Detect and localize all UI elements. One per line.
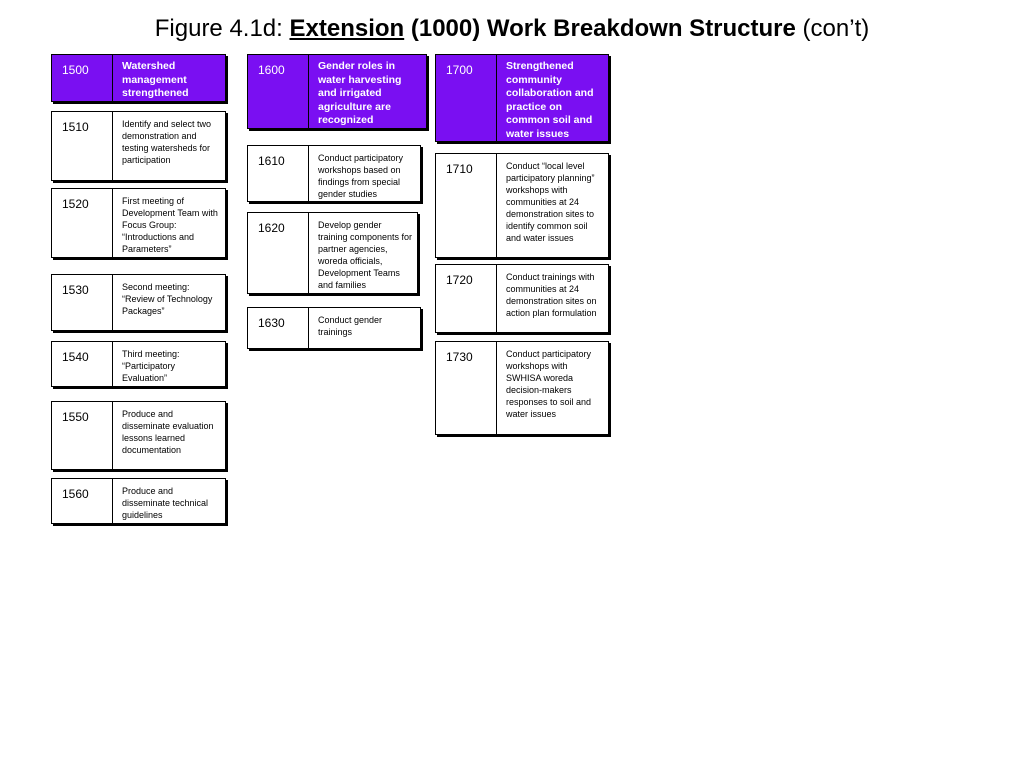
wbs-code: 1710: [436, 154, 497, 257]
wbs-code: 1510: [52, 112, 113, 180]
wbs-code: 1610: [248, 146, 309, 201]
wbs-title: Gender roles in water harvesting and irr…: [318, 60, 402, 126]
wbs-code: 1620: [248, 213, 309, 293]
wbs-item-1630: 1630 Conduct gender trainings: [247, 307, 421, 349]
wbs-header-1600: 1600 Gender roles in water harvesting an…: [247, 54, 427, 129]
wbs-header-1500: 1500 Watershed management strengthened: [51, 54, 226, 102]
wbs-item-1610: 1610 Conduct participatory workshops bas…: [247, 145, 421, 202]
wbs-item-1550: 1550 Produce and disseminate evaluation …: [51, 401, 226, 470]
title-main: (1000) Work Breakdown Structure: [404, 15, 796, 42]
wbs-task: Conduct gender trainings: [318, 315, 383, 337]
wbs-title: Strengthened community collaboration and…: [506, 60, 594, 140]
wbs-code: 1730: [436, 342, 497, 434]
wbs-item-1560: 1560 Produce and disseminate technical g…: [51, 478, 226, 524]
wbs-code: 1600: [248, 55, 309, 128]
wbs-task: Conduct participatory workshops with SWH…: [506, 349, 592, 419]
wbs-item-1730: 1730 Conduct participatory workshops wit…: [435, 341, 609, 435]
page-title: Figure 4.1d: Extension (1000) Work Break…: [0, 15, 1024, 43]
wbs-code: 1500: [52, 55, 113, 101]
wbs-item-1620: 1620 Develop gender training components …: [247, 212, 418, 294]
wbs-task: Third meeting: “Participatory Evaluation…: [122, 349, 180, 383]
wbs-code: 1520: [52, 189, 113, 257]
wbs-item-1540: 1540 Third meeting: “Participatory Evalu…: [51, 341, 226, 387]
title-suffix: (con’t): [795, 15, 870, 42]
wbs-item-1710: 1710 Conduct “local level participatory …: [435, 153, 609, 258]
title-prefix: Figure 4.1d:: [154, 15, 290, 42]
wbs-title: Watershed management strengthened: [122, 60, 189, 99]
wbs-code: 1560: [52, 479, 113, 523]
wbs-task: Produce and disseminate evaluation lesso…: [122, 409, 214, 455]
wbs-item-1720: 1720 Conduct trainings with communities …: [435, 264, 609, 333]
wbs-header-1700: 1700 Strengthened community collaboratio…: [435, 54, 609, 142]
wbs-code: 1550: [52, 402, 113, 469]
wbs-task: Conduct trainings with communities at 24…: [506, 272, 597, 318]
wbs-code: 1540: [52, 342, 113, 386]
wbs-item-1520: 1520 First meeting of Development Team w…: [51, 188, 226, 258]
wbs-item-1510: 1510 Identify and select two demonstrati…: [51, 111, 226, 181]
title-emphasis: Extension: [289, 15, 405, 42]
wbs-item-1530: 1530 Second meeting: “Review of Technolo…: [51, 274, 226, 331]
wbs-task: Develop gender training components for p…: [318, 220, 413, 290]
wbs-code: 1720: [436, 265, 497, 332]
wbs-task: Conduct “local level participatory plann…: [506, 161, 595, 243]
wbs-task: Second meeting: “Review of Technology Pa…: [122, 282, 213, 316]
wbs-code: 1530: [52, 275, 113, 330]
wbs-task: Identify and select two demonstration an…: [122, 119, 212, 165]
wbs-code: 1630: [248, 308, 309, 348]
wbs-task: First meeting of Development Team with F…: [122, 196, 218, 254]
wbs-task: Produce and disseminate technical guidel…: [122, 486, 209, 520]
wbs-code: 1700: [436, 55, 497, 141]
wbs-task: Conduct participatory workshops based on…: [318, 153, 404, 199]
